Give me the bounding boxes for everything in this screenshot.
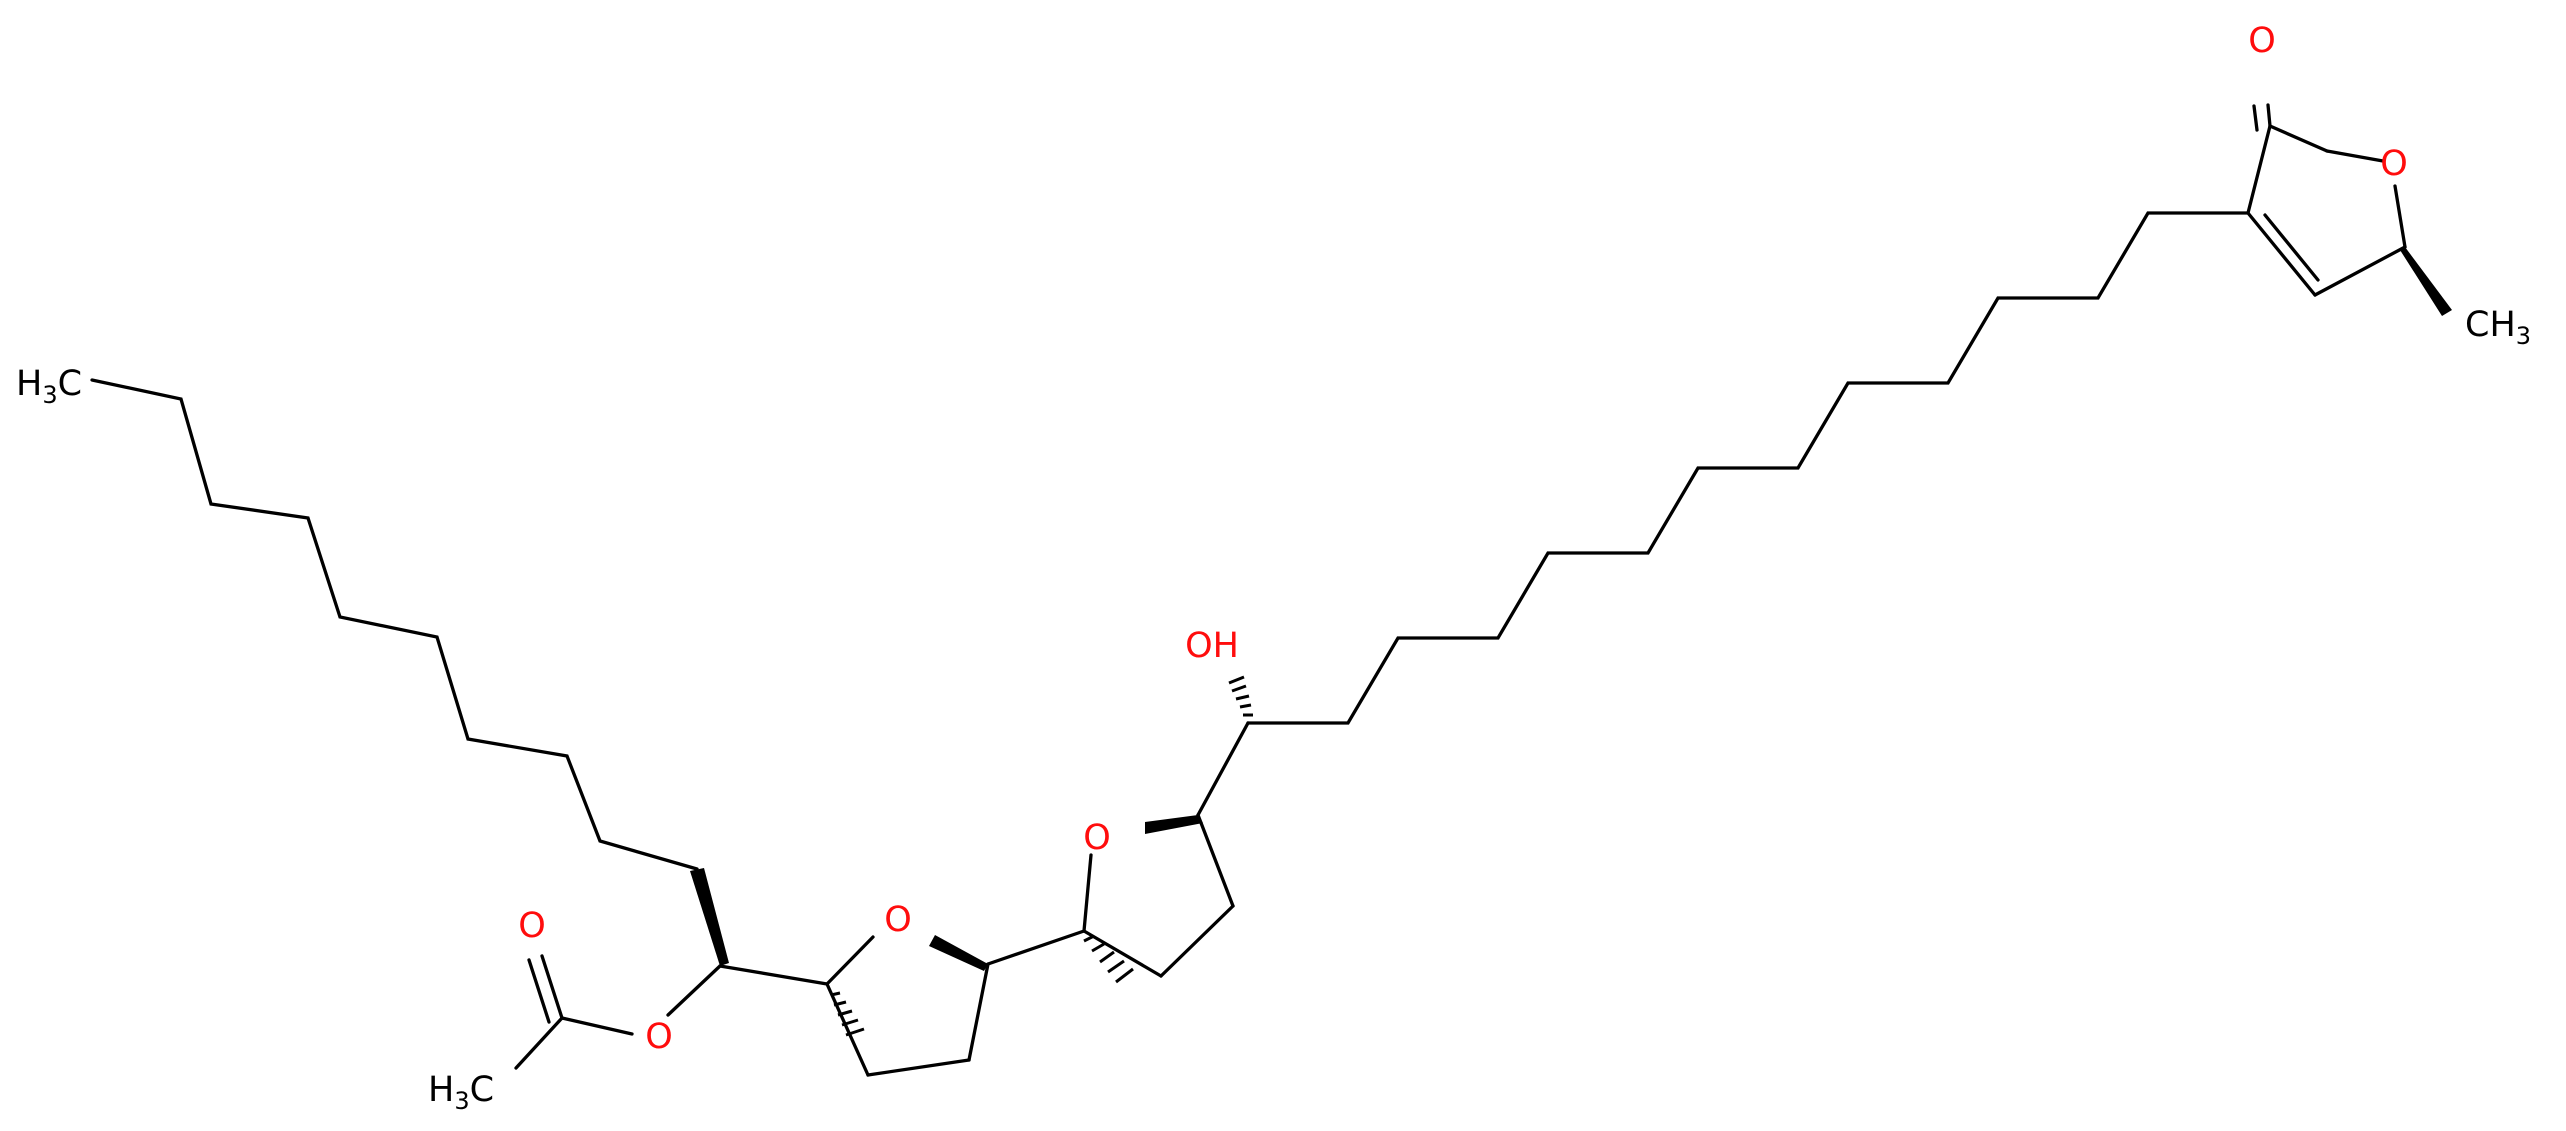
chain-decyl — [90, 378, 699, 871]
bond-c2-o1-double — [2252, 104, 2259, 132]
oxygen-lactone-carbonyl: O — [2248, 21, 2276, 61]
hash-bond-thf-left-lower — [830, 991, 865, 1037]
atom-labels: O O CH3 H3C OH O O O O H3C — [16, 21, 2531, 1115]
methyl-acetyl-subscript: 3 — [454, 1087, 469, 1115]
methyl-acetyl-c: C — [470, 1070, 494, 1110]
bond-c4-c5 — [2246, 211, 2317, 297]
bond-thf-r-c3-c4 — [1159, 904, 1235, 978]
oxygen-thf-left: O — [884, 900, 912, 940]
oxygen-acetyl-carbonyl: O — [518, 906, 546, 946]
bond-thf-r-c5-o — [1082, 853, 1093, 933]
bond-thf-thf — [986, 929, 1086, 966]
bond-acetoxy-o — [666, 964, 722, 1017]
bond-thf-r-c2-c3 — [1196, 813, 1235, 908]
bond-c2-o1 — [2266, 103, 2272, 128]
bond-thf-l-c5-o — [825, 935, 875, 986]
oxygen-thf-right: O — [1083, 818, 1111, 858]
bond-thf-l-c3-c4 — [866, 1058, 971, 1077]
wedge-bond-acetoxy — [690, 868, 729, 966]
methyl-acetyl-h: H — [428, 1070, 454, 1110]
bond-o-acyl — [560, 1016, 634, 1036]
chain-lactone-to-carbinol — [1246, 211, 2250, 725]
methyl-acetyl-label: H3C — [428, 1070, 494, 1115]
bond-carbinol-thf — [1196, 721, 1250, 817]
bond-c4-c5-double — [2263, 213, 2320, 282]
hash-bond-thf-right-lower — [1083, 934, 1134, 984]
wedge-bond-thf-left — [929, 935, 988, 971]
hash-bond-hydroxyl — [1228, 675, 1253, 717]
bond-acyl-o — [540, 954, 564, 1020]
methyl-lactone-text: CH — [2465, 305, 2516, 345]
hydroxyl-label: OH — [1185, 626, 1239, 666]
methyl-chain-subscript: 3 — [42, 381, 57, 409]
oxygen-ester: O — [645, 1017, 673, 1057]
oxygen-lactone-ring: O — [2380, 144, 2408, 184]
methyl-chain-c: C — [58, 364, 82, 404]
bond-thf-acetoxy-carbon — [718, 964, 829, 986]
methyl-chain-h: H — [16, 364, 42, 404]
bond-thf-r-c4-c5 — [1082, 929, 1163, 978]
methyl-chain-label: H3C — [16, 364, 82, 409]
bond-thf-l-c2-c3 — [967, 962, 990, 1062]
bond-network — [90, 103, 2452, 1077]
methyl-lactone-label: CH3 — [2465, 305, 2531, 350]
bond-c3-c4 — [2246, 124, 2272, 215]
bond-c2-o-ring — [2325, 149, 2385, 163]
bond-acyl-methyl — [514, 1016, 564, 1070]
bond-c2-c3 — [2268, 124, 2329, 153]
bond-c5-c6 — [2313, 245, 2407, 297]
bond-acyl-o-double — [527, 958, 551, 1024]
bond-o-ring-c5 — [2393, 184, 2407, 249]
wedge-bond-methyl — [2400, 247, 2452, 316]
methyl-lactone-subscript: 3 — [2516, 322, 2531, 350]
wedge-bond-thf-right — [1145, 815, 1203, 834]
bond-thf-l-c4-c5 — [825, 982, 870, 1077]
